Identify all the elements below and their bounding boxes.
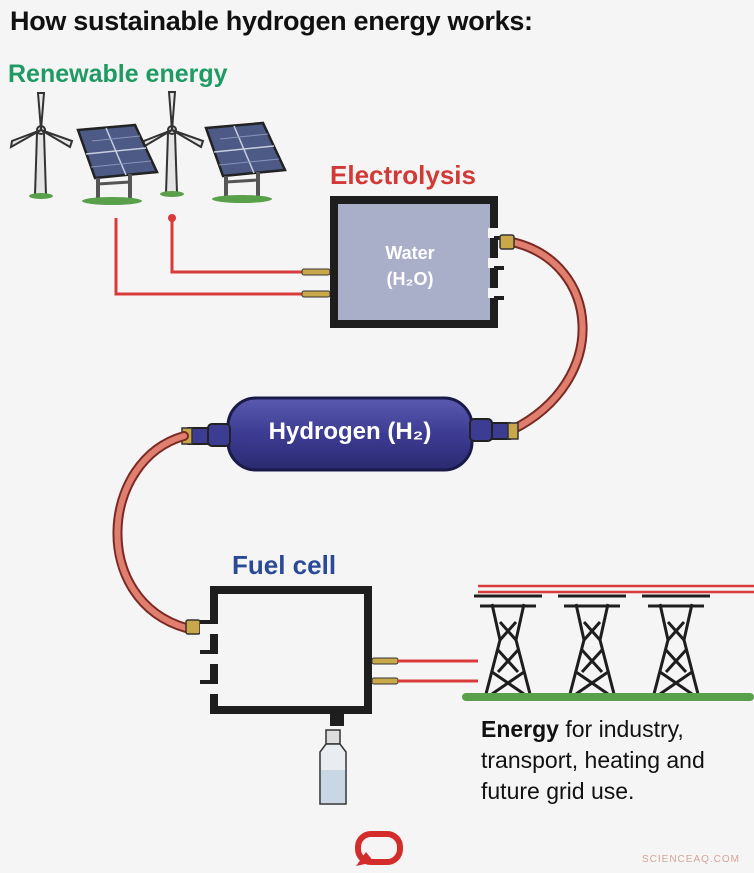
wind-turbine-icon [141,91,205,197]
wind-turbine-icon [9,92,74,199]
speech-bubble-logo-icon [355,831,403,866]
fuel-cell-label: Fuel cell [232,550,337,580]
energy-bold: Energy [481,716,559,742]
energy-rest: for industry, transport, heating and fut… [481,716,705,804]
solar-panel-icon [204,121,287,203]
transmission-tower-icon [558,594,626,696]
electrolysis-label: Electrolysis [330,160,476,190]
water-label: Water (H₂O) [344,240,476,292]
hydrogen-hose-lower [112,431,191,633]
water-label-line2: (H₂O) [386,269,434,289]
renewable-energy-label: Renewable energy [8,60,228,88]
solar-panel-icon [76,123,159,205]
transmission-tower-icon [474,594,542,696]
water-bottle-icon [319,729,347,805]
hydrogen-label: Hydrogen (H₂) [268,418,432,445]
watermark: SCIENCEAQ.COM [641,854,740,865]
energy-description: Energy for industry, transport, heating … [481,714,751,807]
electrolysis-box [330,196,504,328]
power-wires [114,218,302,296]
transmission-tower-icon [642,594,710,696]
page-title: How sustainable hydrogen energy works: [10,6,533,36]
fuel-cell-box [200,586,372,726]
power-line-wires [478,584,754,594]
grass-ground [462,693,754,701]
water-label-line1: Water [385,243,435,263]
